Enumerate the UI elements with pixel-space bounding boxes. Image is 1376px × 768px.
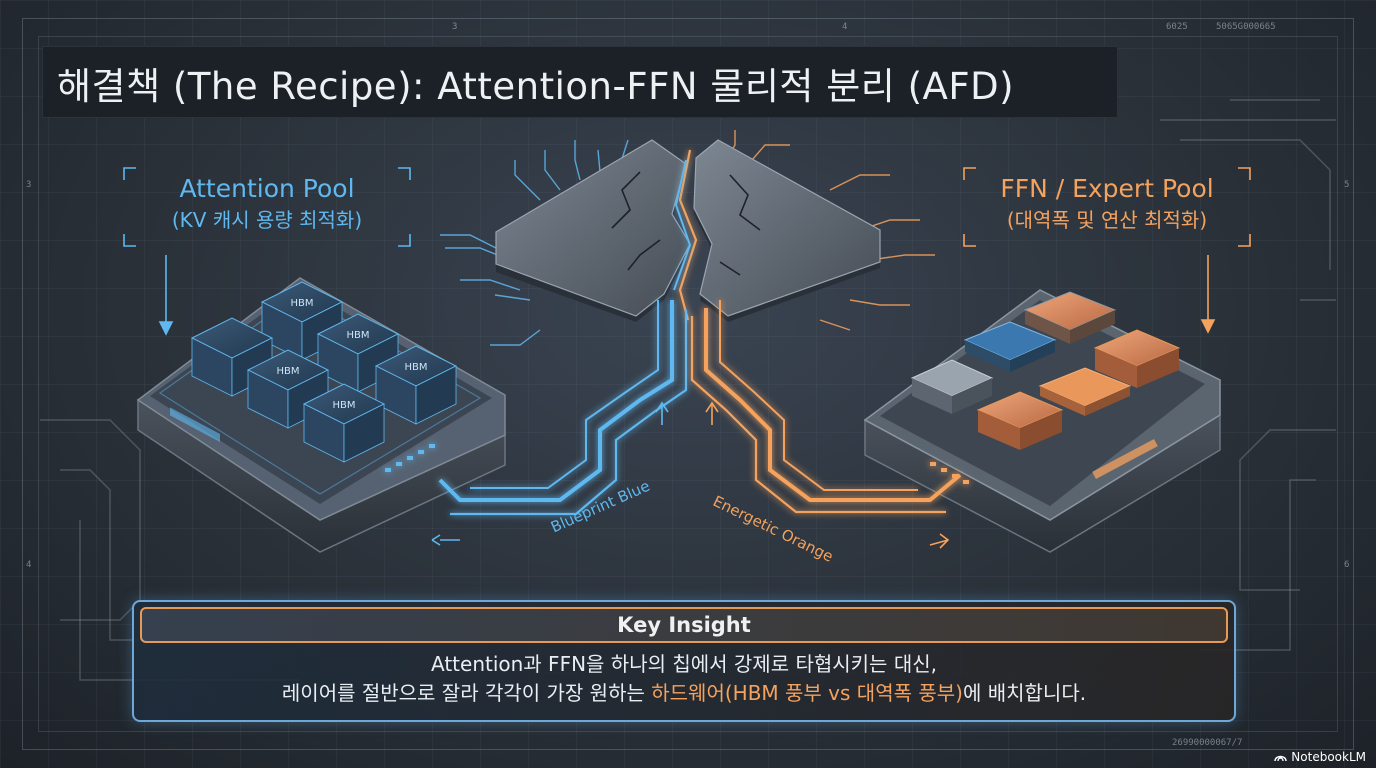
insight-line-2-suffix: 에 배치합니다. xyxy=(962,681,1087,705)
split-chip xyxy=(440,130,935,346)
notebooklm-logo-icon xyxy=(1274,755,1287,762)
tick-bottom-right: 26990000067/7 xyxy=(1172,738,1243,748)
orange-wire xyxy=(690,300,962,514)
bracket-frame xyxy=(963,167,1251,247)
insight-highlight: 하드웨어(HBM 풍부 vs 대역폭 풍부) xyxy=(651,681,963,705)
outer-frame xyxy=(22,18,1354,750)
ffn-chips xyxy=(910,291,1181,450)
attention-pool-label: Attention Pool (KV 캐시 용량 최적화) xyxy=(122,166,412,248)
insight-line-2: 레이어를 절반으로 잘라 각각이 가장 원하는 하드웨어(HBM 풍부 vs 대… xyxy=(134,679,1234,708)
title-bar: 해결책 (The Recipe): Attention-FFN 물리적 분리 (… xyxy=(42,46,1118,118)
attention-platform: HBM HBM HBM xyxy=(136,277,506,553)
blue-wire xyxy=(438,300,688,516)
tick-top-left: 3 xyxy=(452,22,458,32)
circuit-traces xyxy=(40,99,1336,681)
hbm-label: HBM xyxy=(276,366,299,377)
ffn-arrow xyxy=(1200,255,1216,334)
tick-top-right-2: 5065G000665 xyxy=(1216,22,1276,32)
insight-line-1: Attention과 FFN을 하나의 칩에서 강제로 타협시키는 대신, xyxy=(431,652,937,676)
insight-line-2-prefix: 레이어를 절반으로 잘라 각각이 가장 원하는 xyxy=(281,681,652,705)
tick-top-right-1: 6025 xyxy=(1166,22,1188,32)
tick-left-bottom: 4 xyxy=(26,560,32,570)
key-insight-panel: Key Insight Attention과 FFN을 하나의 칩에서 강제로 … xyxy=(132,600,1236,722)
notebooklm-brand: NotebookLM xyxy=(1274,750,1366,764)
tick-right-bottom: 6 xyxy=(1344,560,1350,570)
key-insight-heading: Key Insight xyxy=(140,607,1228,643)
bracket-frame xyxy=(123,167,411,247)
hbm-label: HBM xyxy=(346,330,369,341)
attention-pool-title: Attention Pool xyxy=(179,174,355,203)
ffn-platform xyxy=(863,289,1221,553)
brand-label: NotebookLM xyxy=(1291,750,1366,764)
key-insight-body: Attention과 FFN을 하나의 칩에서 강제로 타협시키는 대신, 레이… xyxy=(134,650,1234,708)
ffn-pool-subtitle: (대역폭 및 연산 최적화) xyxy=(1006,208,1208,232)
hbm-label: HBM xyxy=(332,400,355,411)
inner-frame xyxy=(38,36,1338,732)
hbm-label: HBM xyxy=(290,298,313,309)
ffn-pool-title: FFN / Expert Pool xyxy=(1000,174,1214,203)
page-title: 해결책 (The Recipe): Attention-FFN 물리적 분리 (… xyxy=(57,65,1015,108)
hbm-label: HBM xyxy=(404,362,427,373)
tick-left-top: 3 xyxy=(26,180,32,190)
hbm-stacks: HBM HBM HBM xyxy=(190,281,458,463)
ffn-pool-label: FFN / Expert Pool (대역폭 및 연산 최적화) xyxy=(962,166,1252,248)
tick-right-top: 5 xyxy=(1344,180,1350,190)
tick-top-center: 4 xyxy=(842,22,848,32)
flow-arrows xyxy=(431,401,950,549)
attention-arrow xyxy=(158,255,174,336)
attention-pool-subtitle: (KV 캐시 용량 최적화) xyxy=(171,208,363,232)
